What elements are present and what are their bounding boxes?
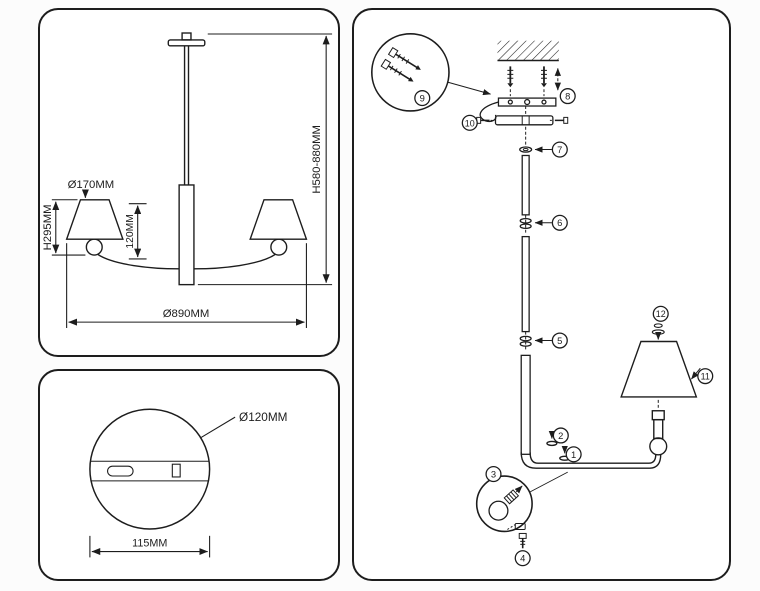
callout-5: 5 [534,332,568,349]
callout-6: 6 [534,214,568,231]
canopy-side-view [167,39,206,47]
callouts: 1 2 3 4 5 [414,88,714,567]
dimension-lines [51,33,333,329]
bulb-socket [651,410,665,421]
right-shade [249,199,308,240]
right-sphere [270,238,288,256]
svg-text:5: 5 [557,335,562,346]
lampshade-assembly [620,323,701,398]
svg-text:6: 6 [557,217,562,228]
svg-text:3: 3 [491,469,496,480]
canopy-circle [89,408,211,530]
keyhole-slot [107,465,134,477]
svg-text:7: 7 [557,144,562,155]
center-body [178,184,195,286]
callout-2: 2 [552,427,569,444]
canopy-assembly [476,115,569,126]
callout-3: 3 [485,466,502,483]
svg-text:8: 8 [565,91,570,102]
svg-text:9: 9 [420,93,425,104]
diameter-leader-line [200,416,236,439]
svg-text:4: 4 [520,553,525,564]
rod-section-upper [521,154,530,216]
callout-9: 9 [414,90,431,107]
callout-12: 12 [652,305,669,322]
exploded-view-drawing: 1 2 3 4 5 [371,32,714,567]
left-sphere [85,238,103,256]
detail-pointer-line [529,471,568,493]
dimension-lines [89,535,211,558]
dim-label-arm-drop: 120MM [125,214,136,249]
dimension-labels: Ø170MM H295MM 120MM H580-880MM Ø890MM [42,125,323,320]
right-arm [193,253,277,270]
callout-11: 11 [697,368,714,385]
bulb [488,500,509,521]
arm-ring-upper [546,440,558,447]
dimension-labels: Ø120MM 115MM [132,411,287,550]
dim-label-fixture-height: H295MM [42,204,54,250]
ceiling-stub [181,32,192,41]
finial-washer [651,329,665,335]
front-view-drawing: Ø170MM H295MM 120MM H580-880MM Ø890MM [42,32,333,329]
callout-7: 7 [534,141,568,158]
dim-label-canopy-diameter: Ø120MM [239,411,287,424]
svg-text:11: 11 [701,372,710,382]
callout-1: 1 [565,446,582,463]
chandelier-outline [65,32,308,286]
ceiling-hatch [497,40,559,62]
left-shade [65,199,124,240]
callout-10: 10 [461,114,478,131]
candle-tube [653,418,664,440]
anchor-detail-circle [371,32,491,112]
canopy-top-view-drawing: Ø120MM 115MM [89,408,287,558]
svg-text:1: 1 [571,449,576,460]
dim-label-plate-width: 115MM [132,538,167,550]
bulb-detail-circle [475,471,568,533]
exploded-view-panel: 1 2 3 4 5 [352,8,731,581]
rod-sections [519,126,533,455]
left-arm [96,253,180,270]
mount-hole [171,463,181,478]
holder-sphere [649,437,668,456]
dim-label-overall-height: H580-880MM [311,125,323,194]
svg-text:12: 12 [656,309,666,319]
canopy-outline [89,408,236,530]
mounting-bracket [497,97,557,115]
anchor-bolts [507,66,561,97]
bottom-fasteners [507,523,527,549]
callout-4: 4 [514,550,531,567]
front-view-panel: Ø170MM H295MM 120MM H580-880MM Ø890MM [38,8,340,357]
svg-text:2: 2 [558,430,563,441]
detail-anchor-screws [380,46,421,82]
svg-text:10: 10 [465,118,475,128]
rod-section-middle [521,235,530,333]
arm-and-holder [520,399,668,469]
detail-pointer-line [447,81,491,96]
dim-label-shade-diameter: Ø170MM [68,179,115,191]
finial-cap [653,323,663,328]
callout-8: 8 [559,88,576,105]
canopy-top-view-panel: Ø120MM 115MM [38,369,340,581]
lampshade [620,340,698,398]
rod-section-lower [520,354,531,455]
dim-label-overall-width: Ø890MM [163,308,210,320]
